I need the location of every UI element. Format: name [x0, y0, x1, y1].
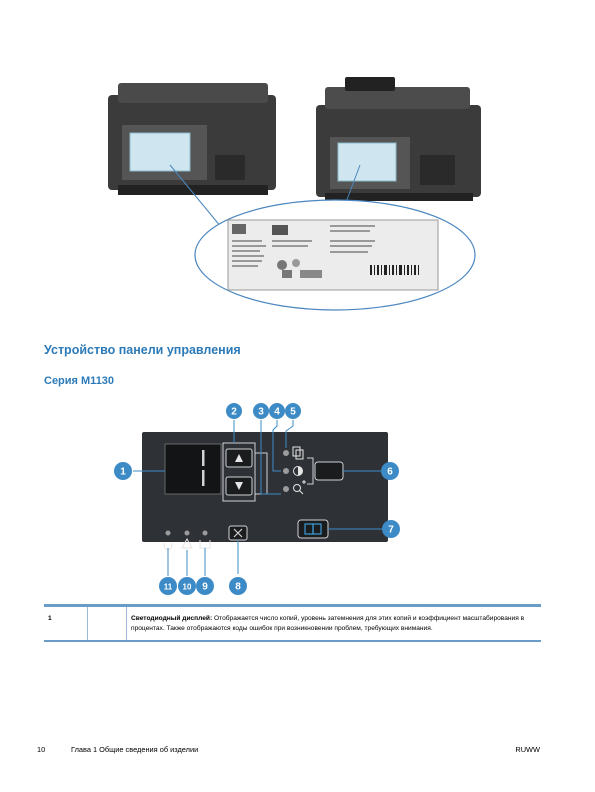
callout-3: 3 [253, 403, 269, 419]
footer-locale: RUWW [515, 745, 540, 754]
svg-text:2: 2 [231, 407, 237, 418]
copies-led [283, 450, 289, 456]
svg-text:8: 8 [235, 582, 241, 593]
setup-button[interactable] [314, 461, 344, 481]
up-arrow-icon [235, 454, 243, 462]
zoom-icon [293, 480, 306, 495]
svg-text:7: 7 [388, 525, 394, 536]
printer-m1210-rear-image [316, 77, 481, 201]
table-row: 1 Светодиодный дисплей: Отображается чис… [44, 605, 542, 642]
reduce-enlarge-led [283, 486, 289, 492]
callout-1: 1 [114, 462, 132, 480]
callout-8: 8 [229, 577, 247, 595]
row-number: 1 [44, 605, 88, 642]
attention-led [184, 530, 190, 536]
lighter-darker-led [283, 468, 289, 474]
svg-text:5: 5 [290, 407, 296, 418]
contrast-icon [293, 466, 303, 476]
row-term: Светодиодный дисплей: [131, 615, 213, 622]
cancel-icon [233, 528, 243, 538]
callout-5: 5 [285, 403, 301, 419]
row-spacer [87, 605, 127, 642]
product-label-image [227, 219, 439, 291]
svg-text:11: 11 [164, 583, 173, 592]
section-title: Устройство панели управления [44, 343, 241, 357]
attention-icon [181, 537, 193, 549]
footer-chapter: Глава 1 Общие сведения об изделии [71, 745, 199, 754]
led-display [164, 443, 222, 495]
footer-page-number: 10 [37, 745, 46, 754]
row-text: Отображается число копий, уровень затемн… [131, 615, 525, 633]
series-title: Серия M1130 [44, 375, 115, 387]
start-copy-icon [304, 523, 322, 535]
toner-led [202, 530, 208, 536]
control-panel-description-table: 1 Светодиодный дисплей: Отображается чис… [44, 604, 541, 642]
printer-m1130-rear-image [108, 83, 276, 195]
callout-9: 9 [196, 577, 214, 595]
ready-led [165, 530, 171, 536]
svg-text:6: 6 [387, 467, 393, 478]
callout-6: 6 [381, 462, 399, 480]
svg-text:1: 1 [120, 467, 126, 478]
control-panel-diagram: 1 2 3 4 5 6 7 8 9 10 11 [114, 403, 400, 595]
svg-text:4: 4 [274, 407, 280, 418]
printer-rear-figure [108, 77, 481, 311]
callout-7: 7 [382, 520, 400, 538]
svg-text:9: 9 [202, 582, 208, 593]
callout-10: 10 [178, 577, 196, 595]
callout-4: 4 [269, 403, 285, 419]
copies-icon [292, 446, 304, 460]
svg-text:3: 3 [258, 407, 264, 418]
callout-2: 2 [226, 403, 242, 419]
row-description: Светодиодный дисплей: Отображается число… [127, 606, 542, 642]
callout-11: 11 [159, 577, 177, 595]
down-arrow-icon [235, 482, 243, 490]
svg-text:10: 10 [183, 583, 192, 592]
